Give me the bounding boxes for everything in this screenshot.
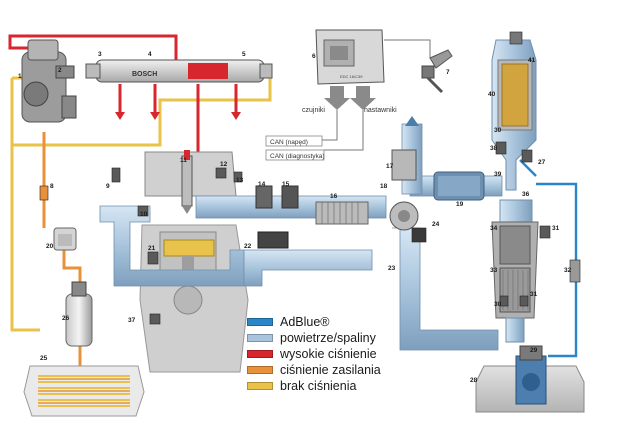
legend-label: ciśnienie zasilania — [280, 363, 381, 377]
legend-item-no-pressure: brak ciśnienia — [247, 378, 381, 394]
legend-item-exhaust: powietrze/spaliny — [247, 330, 381, 346]
legend-label: powietrze/spaliny — [280, 331, 376, 345]
return-arrows — [115, 112, 241, 120]
component-number-31b: 31 — [552, 225, 560, 232]
engine-control-unit: EDC 16/C39 — [315, 29, 385, 85]
component-number-31: 31 — [530, 291, 538, 298]
component-number-1: 1 — [18, 73, 22, 80]
fuel-tank — [23, 365, 145, 417]
component-number-8: 8 — [50, 183, 54, 190]
can-diag-box: CAN (diagnostyka) — [265, 149, 325, 161]
component-number-30b: 30 — [494, 127, 502, 134]
common-rail: BOSCH — [85, 59, 273, 83]
legend-swatch — [247, 382, 273, 390]
legend-swatch — [247, 318, 273, 326]
component-number-5: 5 — [242, 51, 246, 58]
ecu-marking: EDC 16/C39 — [340, 74, 363, 79]
component-number-36: 36 — [522, 191, 530, 198]
legend-label: brak ciśnienia — [280, 379, 357, 393]
component-number-23: 23 — [388, 265, 396, 272]
high-pressure-lines — [8, 34, 238, 158]
legend-swatch — [247, 350, 273, 358]
legend-item-high-pressure: wysokie ciśnienie — [247, 346, 381, 362]
component-number-17: 17 — [386, 163, 394, 170]
charge-air-cooler — [433, 171, 485, 201]
high-pressure-pump — [21, 39, 77, 123]
component-number-33: 33 — [490, 267, 498, 274]
accelerator-pedal — [421, 49, 453, 94]
air-intake-arrow — [405, 116, 419, 126]
egr-valves — [255, 185, 299, 249]
exhaust-aftertreatment — [491, 39, 539, 343]
component-number-26: 26 — [62, 315, 70, 322]
component-number-37: 37 — [128, 317, 136, 324]
can-diag-label: CAN (diagnostyka) — [270, 153, 325, 160]
can-drive-label: CAN (napęd) — [270, 139, 308, 146]
legend-item-feed-pressure: ciśnienie zasilania — [247, 362, 381, 378]
can-drive-box: CAN (napęd) — [265, 135, 323, 147]
component-number-40: 40 — [488, 91, 496, 98]
component-numbers: 1 2 3 4 5 6 7 8 9 10 11 12 13 14 15 16 1… — [18, 51, 572, 384]
component-number-15: 15 — [282, 181, 290, 188]
egr-cooler — [315, 201, 369, 225]
rail-brand-text: BOSCH — [132, 71, 157, 78]
component-number-39: 39 — [494, 171, 502, 178]
component-number-9: 9 — [106, 183, 110, 190]
component-number-28: 28 — [470, 377, 478, 384]
component-number-24: 24 — [432, 221, 440, 228]
component-number-32: 32 — [564, 267, 572, 274]
component-number-13: 13 — [236, 177, 244, 184]
electric-fuel-pump — [65, 281, 93, 347]
actuators-label: nastawniki — [364, 107, 397, 114]
component-number-14: 14 — [258, 181, 266, 188]
component-number-10: 10 — [140, 211, 148, 218]
component-number-41: 41 — [528, 57, 536, 64]
component-number-2: 2 — [58, 67, 62, 74]
adblue-tank — [475, 345, 585, 413]
component-number-18: 18 — [380, 183, 388, 190]
legend-swatch — [247, 334, 273, 342]
legend-swatch — [247, 366, 273, 374]
component-number-27: 27 — [538, 159, 546, 166]
component-number-21: 21 — [148, 245, 156, 252]
component-number-38: 38 — [490, 145, 498, 152]
sensor-glyphs — [39, 31, 581, 325]
legend-label: AdBlue® — [280, 315, 330, 329]
fuel-filter — [53, 227, 77, 251]
component-number-20: 20 — [46, 243, 54, 250]
component-number-11: 11 — [180, 157, 187, 164]
turbocharger — [389, 149, 419, 231]
component-number-34: 34 — [490, 225, 498, 232]
component-number-16: 16 — [330, 193, 338, 200]
legend-label: wysokie ciśnienie — [280, 347, 377, 361]
ecu-signal-lines — [300, 39, 431, 151]
legend-item-adblue: AdBlue® — [247, 314, 381, 330]
component-number-7: 7 — [446, 69, 450, 76]
component-number-22: 22 — [244, 243, 252, 250]
component-number-29: 29 — [530, 347, 538, 354]
injector — [181, 150, 193, 214]
sensors-label: czujniki — [302, 107, 325, 114]
component-number-12: 12 — [220, 161, 228, 168]
component-number-25: 25 — [40, 355, 48, 362]
component-number-3: 3 — [98, 51, 102, 58]
component-number-19: 19 — [456, 201, 464, 208]
component-number-30: 30 — [494, 301, 502, 308]
component-number-4: 4 — [148, 51, 152, 58]
legend: AdBlue® powietrze/spaliny wysokie ciśnie… — [247, 314, 381, 394]
component-number-6: 6 — [312, 53, 316, 60]
